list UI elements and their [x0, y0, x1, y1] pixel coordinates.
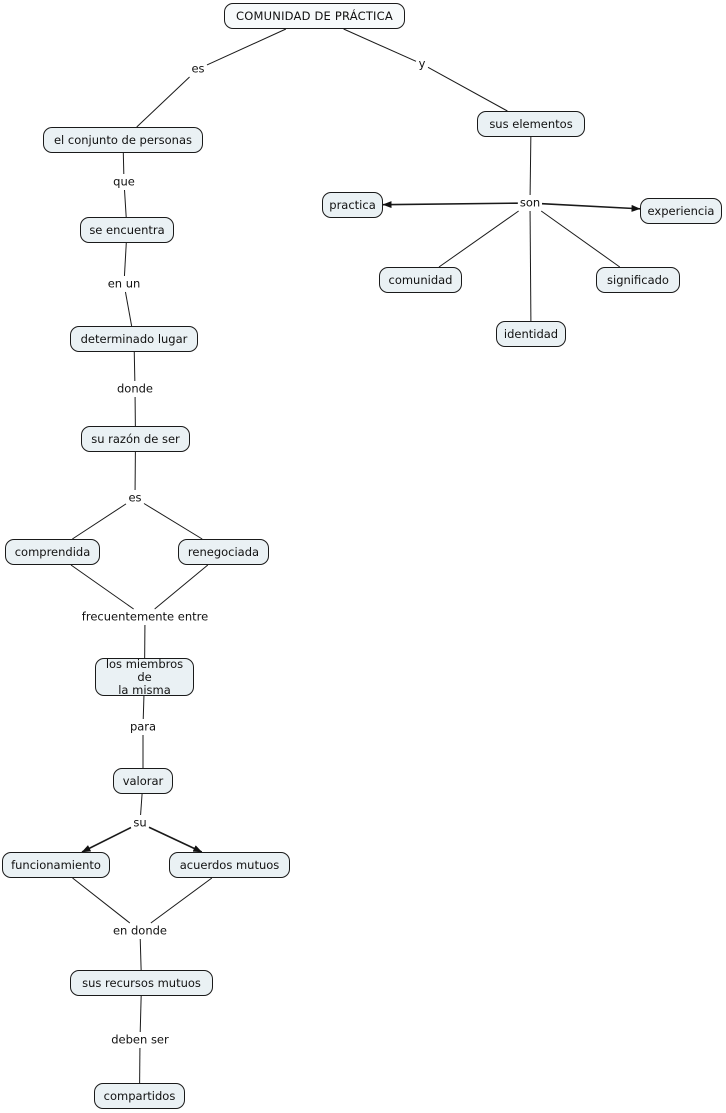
edge-lugar-to-l-donde	[133, 351, 136, 382]
node-practica[interactable]: practica	[322, 192, 383, 218]
node-significado[interactable]: significado	[596, 267, 680, 293]
edge-l-son-to-identidad	[529, 210, 532, 322]
link-label-y: y	[416, 56, 428, 71]
node-funcionamiento[interactable]: funcionamiento	[2, 852, 110, 878]
node-renegociada[interactable]: renegociada	[178, 539, 269, 565]
edge-l-y-to-elementos	[427, 66, 508, 112]
edge-l-enun-to-lugar	[124, 291, 133, 327]
edge-l-son-to-comunidad	[438, 210, 519, 268]
link-label-frecuentemente-entre: frecuentemente entre	[79, 609, 211, 624]
link-label-son: son	[517, 195, 543, 210]
node-los-miembros-de-la-misma[interactable]: los miembros de la misma	[95, 657, 194, 696]
edge-l-son-to-significado	[540, 210, 621, 268]
edge-l-su-to-acuerdos	[148, 826, 203, 853]
node-comprendida[interactable]: comprendida	[5, 539, 100, 565]
node-experiencia[interactable]: experiencia	[640, 198, 722, 224]
edge-miembros-to-l-para	[142, 695, 145, 720]
link-label-en-donde: en donde	[110, 923, 170, 938]
edge-l-su-to-funcionam	[81, 826, 132, 853]
edge-l-es-1-to-conjunto	[136, 76, 190, 128]
edge-root-to-l-es-1	[206, 28, 287, 66]
link-label-es: es	[189, 61, 207, 76]
edge-renegociada-to-l-frec	[154, 564, 209, 610]
edge-conjunto-to-l-que	[122, 152, 125, 175]
node-acuerdos-mutuos[interactable]: acuerdos mutuos	[169, 852, 290, 878]
edge-elementos-to-l-son	[529, 136, 532, 196]
edge-recursos-to-l-deben	[139, 995, 142, 1033]
node-su-razon-de-ser[interactable]: su razón de ser	[81, 426, 190, 452]
link-label-su: su	[131, 815, 149, 830]
edge-l-es-2-to-comprendida	[72, 503, 127, 540]
link-label-para: para	[127, 719, 159, 734]
edge-l-son-to-experiencia	[541, 202, 641, 212]
edge-root-to-l-y	[343, 28, 417, 62]
link-label-es: es	[126, 490, 144, 505]
node-el-conjunto-de-personas[interactable]: el conjunto de personas	[43, 127, 203, 153]
edge-l-que-to-encuentra	[124, 189, 127, 218]
node-identidad[interactable]: identidad	[496, 321, 566, 347]
node-comunidad-de-practica[interactable]: COMUNIDAD DE PRÁCTICA	[224, 3, 405, 29]
edge-l-es-2-to-renegociada	[143, 503, 203, 540]
edge-l-son-to-practica	[382, 201, 519, 209]
edge-valorar-to-l-su	[140, 793, 143, 816]
link-label-donde: donde	[115, 381, 155, 396]
node-compartidos[interactable]: compartidos	[94, 1083, 185, 1109]
edge-l-endonde-to-recursos	[139, 938, 142, 971]
edge-comprendida-to-l-frec	[70, 564, 134, 610]
link-label-deben-ser: deben ser	[109, 1032, 171, 1047]
edge-funcionam-to-l-endonde	[72, 877, 131, 924]
link-label-que: que	[111, 174, 137, 189]
node-sus-elementos[interactable]: sus elementos	[477, 111, 585, 137]
edge-encuentra-to-l-enun	[123, 242, 127, 277]
node-valorar[interactable]: valorar	[113, 768, 173, 794]
node-comunidad[interactable]: comunidad	[379, 267, 462, 293]
edge-acuerdos-to-l-endonde	[150, 877, 213, 924]
link-label-en-un: en un	[105, 276, 143, 291]
node-determinado-lugar[interactable]: determinado lugar	[70, 326, 198, 352]
node-sus-recursos-mutuos[interactable]: sus recursos mutuos	[70, 970, 213, 996]
node-se-encuentra[interactable]: se encuentra	[80, 217, 174, 243]
